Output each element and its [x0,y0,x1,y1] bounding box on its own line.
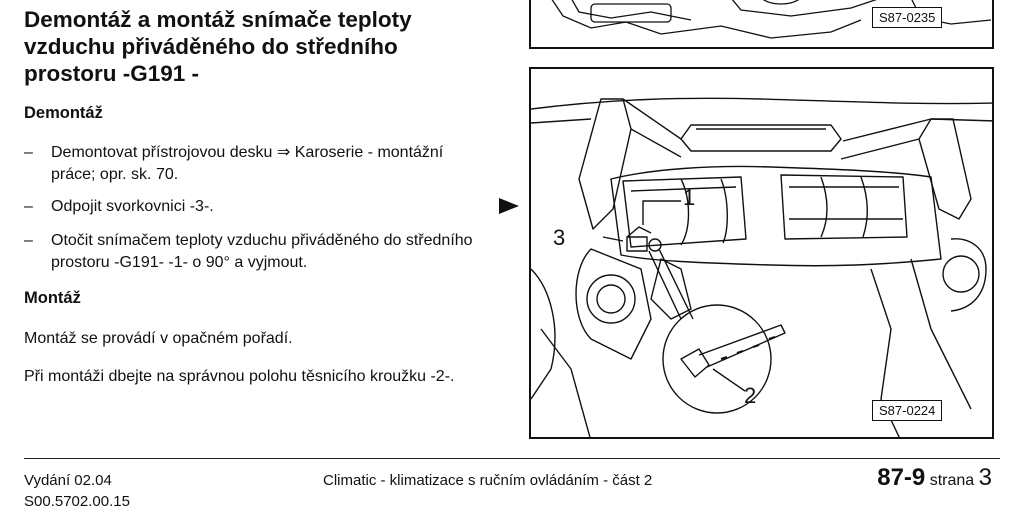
footer-page-number: 87-9 strana 3 [877,464,992,492]
step-dash: – [24,198,33,215]
footer-center-title: Climatic - klimatizace s ručním ovládání… [323,472,653,489]
figure-main-drawing [531,97,992,437]
callout-2: 2 [744,383,757,408]
chapter-number: 87-9 [877,464,926,491]
figure-main: 1 2 3 S87-0224 [529,67,994,439]
removal-heading: Demontáž [24,104,103,122]
figure-code-label: S87-0235 [872,7,943,28]
callout-1: 1 [683,185,696,210]
figure-top: S87-0235 [529,0,994,49]
footer-rule [24,458,1000,459]
footer-edition: Vydání 02.04 [24,472,112,489]
installation-heading: Montáž [24,289,81,307]
step-dash: – [24,232,33,249]
figure-code-label: S87-0224 [872,400,943,421]
step-text: Demontovat přístrojovou desku ⇒ Karoseri… [51,144,444,183]
figure-pointer-arrow-icon [499,198,519,214]
step-text: Odpojit svorkovnici -3-. [51,198,214,215]
removal-step-3: – Otočit snímačem teploty vzduchu přivád… [24,230,484,274]
step-dash: – [24,144,33,161]
step-text: Otočit snímačem teploty vzduchu přiváděn… [51,232,473,271]
removal-step-2: – Odpojit svorkovnici -3-. [24,196,484,218]
removal-step-1: – Demontovat přístrojovou desku ⇒ Karose… [24,142,484,186]
page-title: Demontáž a montáž snímače teploty vzduch… [24,7,412,86]
installation-paragraph-1: Montáž se provádí v opačném pořadí. [24,330,293,347]
page-word: strana [929,472,975,489]
callout-3: 3 [553,225,566,250]
page-number: 3 [978,464,992,491]
footer-doc-number: S00.5702.00.15 [24,493,130,510]
installation-paragraph-2: Při montáži dbejte na správnou polohu tě… [24,368,455,385]
